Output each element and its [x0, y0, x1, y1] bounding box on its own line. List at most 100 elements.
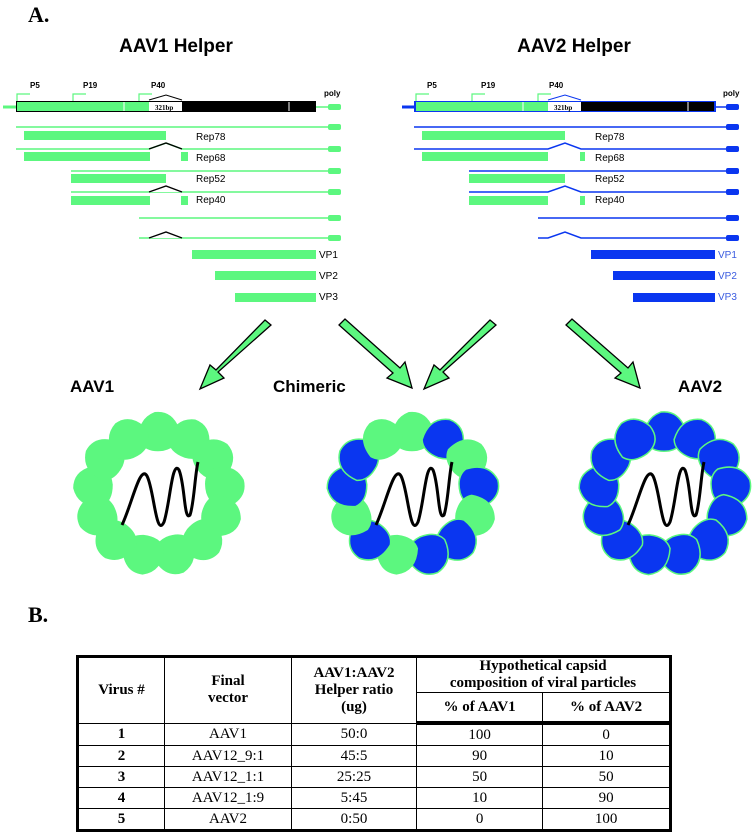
- panel-a-label: A.: [28, 2, 49, 27]
- vp2-label: VP2: [319, 271, 338, 282]
- capsid-subunit-aav1: [77, 495, 118, 536]
- promoter-p19-label: P19: [83, 81, 98, 90]
- header-ratio-line1: AAV1:AAV2: [313, 664, 395, 681]
- cell-ratio: 25:25: [291, 766, 417, 788]
- cell-pct-aav1: 100: [415, 722, 544, 746]
- arrow-aav2-to-chimeric: [422, 319, 497, 391]
- rep68-bar: [422, 152, 548, 161]
- aav2-helper-title: AAV2 Helper: [517, 36, 631, 57]
- cell-virus: 3: [77, 766, 165, 788]
- vp1-bar: [192, 250, 316, 259]
- header-virus: Virus #: [77, 656, 165, 724]
- cell-pct-aav2: 0: [542, 722, 671, 746]
- cell-virus: 1: [77, 722, 165, 746]
- header-vector-line1: Final: [211, 673, 245, 690]
- rep68-label: Rep68: [595, 153, 625, 164]
- vp3-bar: [235, 293, 316, 302]
- arrow-aav2-to-aav2: [565, 318, 641, 390]
- intron-label: 321bp: [554, 104, 572, 112]
- header-pct-aav1: % of AAV1: [415, 692, 544, 725]
- vp1-bar: [591, 250, 715, 259]
- table-row: 3 AAV12_1:1 25:25 50 50: [77, 766, 671, 788]
- header-composition: Hypothetical capsid composition of viral…: [416, 656, 671, 693]
- header-vector-line2: vector: [208, 690, 248, 707]
- rep68-bar: [24, 152, 150, 161]
- promoter-p19-label: P19: [481, 81, 496, 90]
- rep40-label: Rep40: [196, 195, 226, 206]
- rep52-label: Rep52: [595, 174, 625, 185]
- cell-pct-aav1: 0: [415, 808, 544, 831]
- rep40-label: Rep40: [595, 195, 625, 206]
- virion-aav2-title: AAV2: [678, 377, 722, 396]
- aav1-helper-map: AAV1 Helper P5 P19 P40 poly 321bp Rep78 …: [3, 36, 341, 303]
- header-composition-line1: Hypothetical capsid: [479, 658, 607, 674]
- viral-genome-icon: [626, 461, 706, 527]
- cell-vector: AAV1: [164, 722, 292, 746]
- vp1-label: VP1: [319, 250, 338, 261]
- cell-ratio: 45:5: [291, 745, 417, 767]
- virion-chimeric-title: Chimeric: [273, 377, 346, 396]
- vp3-bar: [633, 293, 715, 302]
- aav1-helper-title: AAV1 Helper: [119, 36, 233, 57]
- rep78-label: Rep78: [196, 132, 226, 143]
- virion-aav1: [73, 411, 245, 575]
- capsid-subunit-aav1: [362, 419, 403, 460]
- capsid-subunit-aav1: [108, 419, 149, 460]
- cell-vector: AAV2: [164, 808, 292, 831]
- header-ratio-line2: Helper ratio: [314, 681, 394, 698]
- capsid-subunit-aav2: [614, 418, 656, 461]
- rep40-bar: [469, 196, 548, 205]
- rep78-bar: [24, 131, 166, 140]
- rep78-bar: [422, 131, 565, 140]
- arrow-aav1-to-chimeric: [338, 318, 413, 390]
- polya-label: poly: [723, 89, 740, 98]
- rep52-bar: [71, 174, 166, 183]
- cell-pct-aav1: 50: [415, 766, 544, 788]
- capsid-subunit-aav1: [154, 534, 195, 575]
- header-pct-aav2: % of AAV2: [542, 692, 671, 725]
- table-row: 1 AAV1 50:0 100 0: [77, 722, 671, 746]
- cell-pct-aav2: 90: [542, 787, 671, 809]
- rep78-label: Rep78: [595, 132, 625, 143]
- header-ratio-line3: (ug): [341, 698, 367, 715]
- cell-virus: 5: [77, 808, 165, 831]
- rep52-label: Rep52: [196, 174, 226, 185]
- cell-virus: 2: [77, 745, 165, 767]
- vp2-bar: [215, 271, 316, 280]
- aav2-helper-map: AAV2 Helper P5 P19 P40 poly 321bp Rep78 …: [402, 36, 740, 303]
- promoter-p5-label: P5: [30, 81, 40, 90]
- table-row: 4 AAV12_1:9 5:45 10 90: [77, 787, 671, 809]
- virion-aav1-title: AAV1: [70, 377, 114, 396]
- polya-label: poly: [324, 89, 341, 98]
- vp3-label: VP3: [319, 292, 338, 303]
- promoter-p40-label: P40: [549, 81, 564, 90]
- vp2-label: VP2: [718, 271, 737, 282]
- viral-genome-icon: [120, 461, 200, 527]
- cell-pct-aav2: 100: [542, 808, 671, 831]
- cell-pct-aav1: 10: [415, 787, 544, 809]
- table-row: 2 AAV12_9:1 45:5 90 10: [77, 745, 671, 767]
- promoter-p40-label: P40: [151, 81, 166, 90]
- promoter-p5-label: P5: [427, 81, 437, 90]
- arrow-aav1-to-aav1: [198, 319, 272, 391]
- virion-chimeric: [326, 411, 500, 575]
- vp1-label: VP1: [718, 250, 737, 261]
- header-composition-line2: composition of viral particles: [449, 675, 637, 691]
- rep68-label: Rep68: [196, 153, 226, 164]
- rep52-bar: [469, 174, 565, 183]
- header-vector: Final vector: [164, 656, 292, 724]
- vp2-bar: [613, 271, 715, 280]
- cell-pct-aav2: 10: [542, 745, 671, 767]
- cell-vector: AAV12_1:9: [164, 787, 292, 809]
- cell-vector: AAV12_1:1: [164, 766, 292, 788]
- figure-panel-a: A. AAV1 Helper P5 P19 P40 poly 321bp Rep…: [3, 2, 752, 576]
- arrows: [198, 318, 641, 391]
- cell-vector: AAV12_9:1: [164, 745, 292, 767]
- intron-label: 321bp: [155, 104, 173, 112]
- cell-virus: 4: [77, 787, 165, 809]
- viral-genome-icon: [374, 461, 454, 527]
- virion-aav2: [578, 411, 752, 576]
- cell-ratio: 5:45: [291, 787, 417, 809]
- vp3-label: VP3: [718, 292, 737, 303]
- header-ratio: AAV1:AAV2 Helper ratio (ug): [291, 656, 417, 724]
